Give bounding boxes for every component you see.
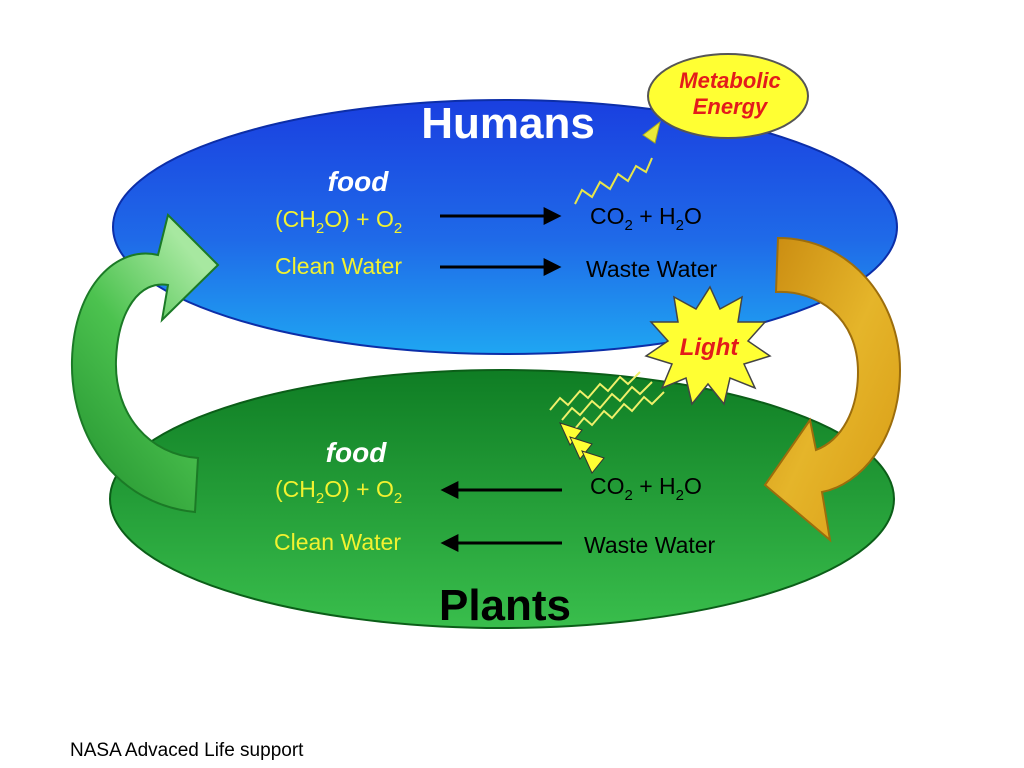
humans-to-plants-arrow	[763, 236, 902, 543]
light-rays	[549, 371, 665, 431]
light-ray-arrowhead-1	[559, 422, 583, 446]
light-burst	[644, 285, 772, 406]
metabolic-energy-squiggle	[574, 157, 653, 205]
light-ray-2	[561, 381, 653, 421]
light-ray-3	[573, 391, 665, 431]
humans-waste-water: Waste Water	[586, 256, 718, 282]
humans-food-label: food	[328, 166, 390, 197]
humans-title: Humans	[421, 99, 595, 148]
metabolic-energy-line2: Energy	[693, 94, 769, 119]
humans-ellipse	[112, 99, 898, 355]
metabolic-energy-line1: Metabolic	[679, 68, 780, 93]
plants-clean-water: Clean Water	[274, 529, 401, 555]
light-ray-arrowhead-2	[569, 436, 593, 460]
metabolic-energy-bubble	[647, 53, 809, 139]
plants-ellipse	[109, 369, 895, 629]
light-ray-arrowhead-3	[581, 450, 605, 474]
plants-food-label: food	[326, 437, 388, 468]
light-ray-1	[549, 371, 641, 411]
humans-product-formula: CO2 + H2O	[590, 203, 702, 234]
light-label: Light	[680, 334, 740, 361]
plants-to-humans-arrow	[70, 213, 220, 514]
plants-waste-water: Waste Water	[584, 532, 716, 558]
humans-clean-water: Clean Water	[275, 253, 402, 279]
source-caption: NASA Advaced Life support	[70, 740, 304, 761]
metabolic-energy-arrowhead	[642, 120, 661, 144]
plants-title: Plants	[439, 581, 571, 630]
humans-food-formula: (CH2O) + O2	[275, 206, 402, 237]
plants-food-formula: (CH2O) + O2	[275, 476, 402, 507]
plants-input-formula: CO2 + H2O	[590, 473, 702, 504]
